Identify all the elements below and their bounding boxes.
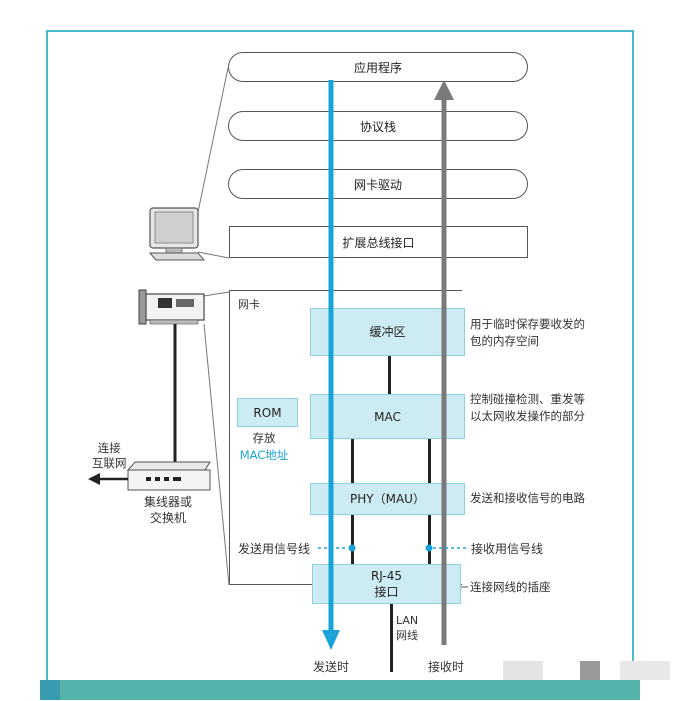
phy-box: PHY（MAU） [310,483,465,515]
buffer-note: 用于临时保存要收发的包的内存空间 [470,317,585,348]
protocol-stack-layer: 协议栈 [228,111,528,141]
rx-line-label: 接收用信号线 [471,542,544,556]
perspective-line [203,291,230,297]
perspective-line [197,67,229,213]
application-layer: 应用程序 [228,52,528,82]
nic-label: 网卡 [238,298,260,311]
tx-line-label: 发送用信号线 [238,542,311,556]
rj45-label: RJ-45 [370,569,403,583]
buffer-box: 缓冲区 [310,308,465,356]
rom-note: 存放 MAC地址 [239,431,289,462]
internet-arrow-head [88,473,100,485]
watermark-block [580,661,600,680]
perspective-line [197,251,230,259]
send-arrow-head [322,630,340,650]
watermark-block [620,661,670,680]
send-label: 发送时 [313,660,350,674]
hub-label: 集线器或交换机 [144,495,193,525]
mac-note: 控制碰撞检测、重发等以太网收发操作的部分 [470,392,585,423]
rom-box: ROM [237,398,298,427]
watermark-block [503,661,543,680]
rx-line-dot [425,544,433,552]
hub-switch-icon [126,461,211,491]
rj45-label-2: 接口 [374,585,399,599]
nic-driver-layer: 网卡驱动 [228,169,528,199]
expansion-bus-interface: 扩展总线接口 [229,226,528,258]
buffer-mac-link [388,356,391,396]
mac-box: MAC [310,394,465,439]
computer-monitor-icon [148,207,206,261]
receive-arrow-head [434,80,454,100]
phy-note: 发送和接收信号的电路 [470,491,585,505]
lan-cable [390,604,393,672]
rj45-box: RJ-45 接口 [312,564,461,604]
rj45-note: 连接网线的插座 [470,580,551,594]
network-card-icon [138,289,205,325]
receive-label: 接收时 [428,660,465,674]
bottom-color-bar [40,680,640,700]
perspective-line [203,323,230,586]
tx-line-dot [348,544,356,552]
internet-label: 连接互联网 [92,441,127,470]
